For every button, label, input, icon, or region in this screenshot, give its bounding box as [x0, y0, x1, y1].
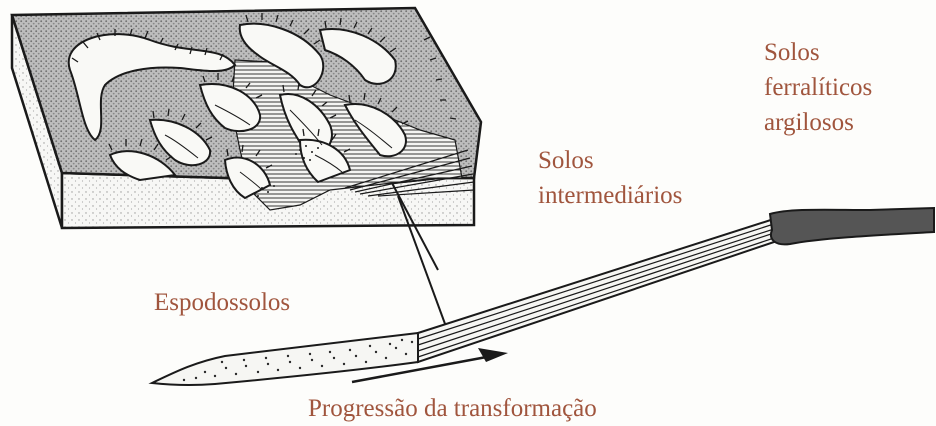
label-intermediarios-line-1: Solos — [538, 143, 682, 178]
label-ferraliticos-line-2: ferralíticos — [764, 70, 872, 105]
label-ferraliticos-line-1: Solos — [764, 35, 872, 70]
label-intermediarios-line-2: intermediários — [538, 178, 682, 213]
intermediate-segment — [418, 217, 780, 362]
label-intermediarios: Solos intermediários — [538, 143, 682, 213]
label-ferraliticos: Solos ferralíticos argilosos — [764, 35, 872, 140]
label-progressao: Progressão da transformação — [308, 391, 597, 426]
ferralitic-segment — [770, 208, 934, 244]
label-ferraliticos-line-3: argilosos — [764, 105, 872, 140]
label-espodossolos: Espodossolos — [154, 285, 290, 320]
